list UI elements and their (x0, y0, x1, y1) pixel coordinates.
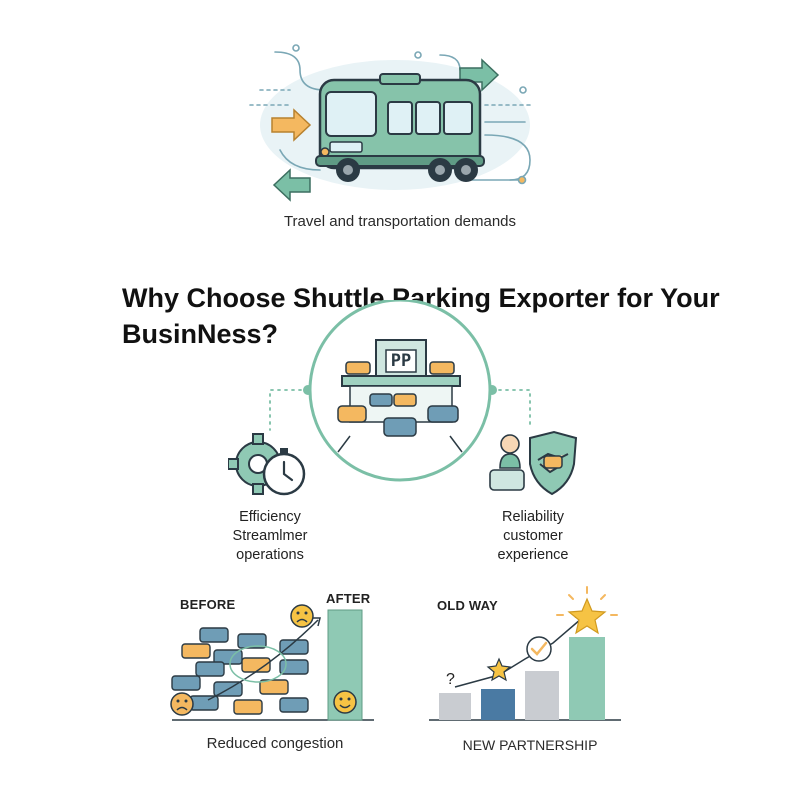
feature-reliability-title: Reliability (501, 509, 565, 525)
arrow-icon (271, 58, 500, 202)
bus-illustration (230, 30, 550, 220)
feature-efficiency-line2: Streamlmer (232, 527, 308, 544)
efficiency-icon-group (228, 430, 312, 502)
feature-efficiency-line3: operations (236, 546, 304, 563)
congestion-illustration (170, 604, 374, 721)
checkmark-icon (526, 636, 552, 662)
stopwatch-icon (262, 448, 306, 496)
feature-efficiency-title: Efficiency (239, 509, 301, 525)
happy-face-icon (333, 690, 357, 714)
feature-reliability: Reliability customer experience (463, 508, 603, 565)
feature-reliability-line3: experience (497, 546, 569, 563)
feature-reliability-line2: customer (503, 527, 563, 544)
congestion-caption: Reduced congestion (206, 735, 344, 752)
parking-garage-icon (330, 336, 470, 456)
bus-icon (249, 44, 531, 202)
garage-sign: PP (390, 351, 412, 371)
star-icon (556, 586, 618, 635)
handshake-shield-icon (529, 430, 578, 496)
reliability-icon-group (488, 428, 578, 500)
sad-face-icon (290, 604, 314, 628)
question-mark: ? (446, 671, 455, 688)
after-label: AFTER (326, 591, 371, 606)
star-icon (486, 657, 512, 682)
partnership-caption: NEW PARTNERSHIP (462, 737, 598, 753)
top-caption: Travel and transportation demands (283, 213, 517, 230)
page-title-line2: BusinNess? (122, 319, 279, 350)
old-way-label: OLD WAY (437, 598, 498, 613)
sad-face-icon (170, 692, 194, 716)
before-label: BEFORE (180, 597, 236, 612)
partnership-illustration (429, 586, 621, 721)
feature-efficiency: Efficiency Streamlmer operations (195, 508, 345, 565)
